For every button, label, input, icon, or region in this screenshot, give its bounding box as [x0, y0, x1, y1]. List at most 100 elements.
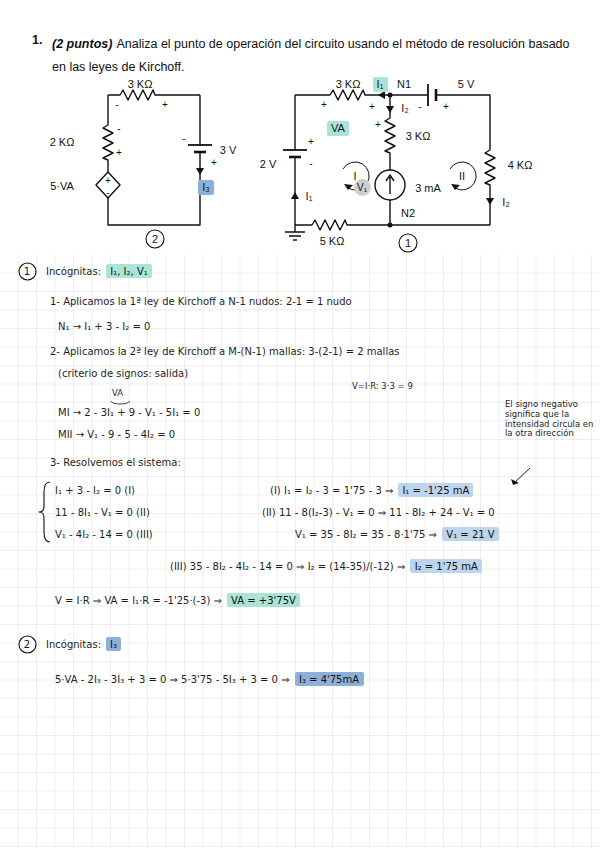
arrowheads — [196, 91, 519, 485]
component-label: 2 KΩ — [50, 136, 75, 148]
resistor-symbol — [385, 95, 395, 170]
wire — [199, 95, 200, 145]
node-text: VA — [331, 122, 345, 134]
current-arrow — [386, 106, 394, 113]
polarity-sign: + — [105, 175, 111, 186]
component-label: N1 — [397, 78, 411, 90]
handwritten-line: 3- Resolvemos el sistema: — [50, 457, 181, 468]
handwritten-line: (III) 35 - 8I₂ - 4I₂ - 14 = 0 ⇒ I₂ = (14… — [170, 561, 405, 572]
node-text: I₁ — [377, 78, 384, 90]
component-label: 5 V — [458, 78, 475, 90]
current-arrow — [291, 192, 299, 199]
handwritten-line: I₁ + 3 - I₂ = 0 (I) — [55, 485, 135, 496]
current-source-symbol — [375, 170, 405, 200]
grid-area — [0, 255, 600, 848]
polarity-sign: - — [309, 158, 312, 169]
loop-arrowhead — [451, 184, 460, 190]
component-label: I — [353, 170, 356, 182]
loop-arrow — [450, 162, 476, 190]
note-arrow — [514, 468, 530, 483]
battery-plate — [427, 84, 429, 106]
component-label: N2 — [401, 207, 415, 219]
highlight-box: I₁, I₂, V₁ — [106, 264, 152, 278]
polarity-sign: - — [106, 187, 109, 198]
polarity-sign: - — [117, 123, 120, 134]
wire — [108, 152, 200, 225]
circled-number: 1 — [18, 262, 37, 281]
system-brace — [39, 482, 50, 542]
handwritten-line: (criterio de signos: salida) — [58, 368, 188, 379]
node-text: I₃ — [202, 181, 210, 193]
polarity-sign: + — [211, 157, 217, 168]
handwritten-line: 11 - 8I₁ - V₁ = 0 (II) — [55, 507, 150, 518]
node-text: I₂ = 1'75 mA — [415, 561, 478, 572]
handwritten-line: N₁ → I₁ + 3 - I₂ = 0 — [58, 321, 150, 332]
component-label: I₁ — [306, 190, 313, 202]
handwritten-annotation: V=I·R: 3·3 = 9 — [352, 381, 413, 391]
component-label: 2 V — [260, 158, 277, 170]
node-text: 2 — [152, 233, 158, 245]
node-text: I₁, I₂, V₁ — [110, 266, 147, 277]
circle-shape — [399, 234, 417, 252]
node-text: V₁ — [357, 182, 367, 193]
loop-arrowhead — [344, 184, 353, 190]
handwritten-annotation: VA — [112, 388, 123, 398]
handwritten-line: V = I·R ⇒ VA = I₁·R = -1'25·(-3) ⇒ — [55, 595, 222, 606]
dependent-source-symbol — [96, 172, 120, 198]
highlight-box: I₃ = 4'75mA — [295, 672, 364, 686]
polarity-sign: - — [182, 133, 185, 144]
source-arrow — [386, 175, 394, 194]
battery-plate — [283, 149, 307, 151]
resistor-symbol — [295, 90, 428, 100]
handwritten-line: MII → V₁ - 9 - 5 - 4I₂ = 0 — [58, 429, 175, 440]
component-label: II — [459, 170, 465, 182]
polarity-sign: - — [115, 99, 118, 110]
polarity-sign: + — [162, 99, 168, 110]
component-label: 4 KΩ — [508, 159, 533, 171]
circled-number: 2 — [18, 635, 37, 654]
question-paragraph: (2 puntos)Analiza el punto de operación … — [52, 31, 582, 77]
component-label: 5 KΩ — [320, 235, 345, 247]
component-label: 3 KΩ — [406, 130, 431, 142]
highlight-box: I₁ = -1'25 mA — [398, 483, 473, 497]
wire — [294, 157, 295, 225]
component-label: I₂ — [502, 196, 509, 208]
highlight-box: V₁ = 21 V — [442, 527, 499, 541]
node-text: 2 — [24, 639, 30, 650]
current-arrow — [196, 168, 204, 175]
node-text: I₁ = -1'25 mA — [402, 485, 469, 496]
handwritten-line: 5·VA - 2I₃ - 3I₃ + 3 = 0 ⇒ 5·3'75 - 5I₃ … — [55, 674, 290, 685]
junction-dot — [388, 223, 393, 228]
node-text: V₁ = 21 V — [446, 529, 494, 540]
node-text: I₃ — [110, 639, 117, 650]
question-text: Analiza el punto de operación del circui… — [52, 37, 570, 74]
battery-plate — [188, 144, 212, 146]
battery-plate — [194, 151, 206, 154]
component-label: 3 KΩ — [128, 78, 153, 90]
polarity-sign: - — [418, 101, 421, 112]
current-arrow — [486, 198, 494, 205]
polarity-sign: + — [321, 99, 327, 110]
handwritten-line: Incógnitas: — [46, 266, 101, 277]
question-points: (2 puntos) — [52, 37, 112, 51]
note-arrowhead — [511, 479, 519, 485]
node-text: 1 — [405, 237, 411, 249]
polarity-sign: + — [308, 136, 314, 147]
underbrace — [111, 401, 130, 404]
handwritten-line: Incógnitas: — [46, 639, 101, 650]
component-label: 5·VA — [50, 180, 74, 192]
highlight-box: VA — [327, 121, 349, 136]
component-label: I₂ — [401, 102, 408, 114]
question-number: 1. — [32, 33, 42, 47]
handwritten-line: 1- Aplicamos la 1ª ley de Kirchoff a N-1… — [50, 296, 352, 307]
polarity-sign: + — [375, 119, 381, 130]
handwritten-line: (I) I₁ = I₂ - 3 = 1'75 - 3 ⇒ — [270, 485, 393, 496]
polarity-sign: + — [116, 147, 122, 158]
highlight-box: I₁ — [373, 77, 388, 92]
node-text: 1 — [24, 266, 30, 277]
node-text: VA = +3'75V — [231, 595, 296, 606]
resistor-symbol — [436, 95, 495, 225]
circle-shape — [354, 179, 371, 196]
highlight-box: I₂ = 1'75 mA — [410, 559, 482, 573]
